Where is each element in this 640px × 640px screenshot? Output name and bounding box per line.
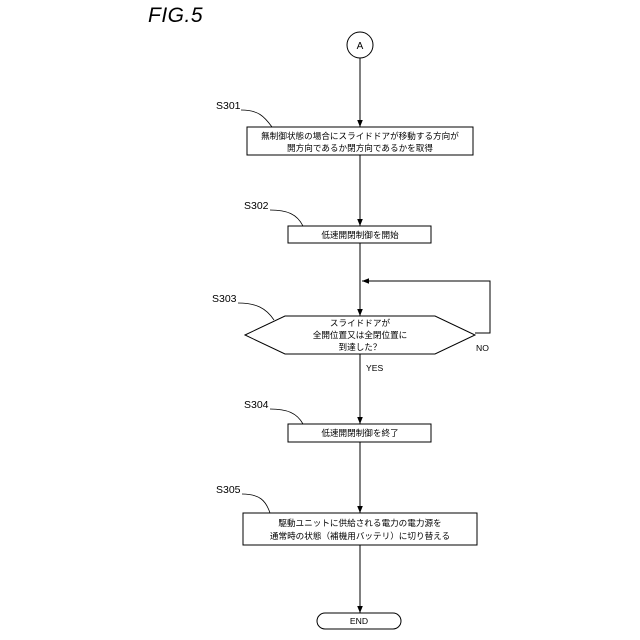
s301-label: S301	[216, 100, 241, 112]
s303-text-line3: 到達した？	[339, 341, 382, 353]
end-label: END	[350, 616, 368, 626]
s305-text-line2: 通常時の状態（補機用バッテリ）に切り替える	[270, 530, 450, 542]
decision-s303: スライドドアが 全開位置又は全閉位置に 到達した？	[245, 316, 475, 354]
s303-no-label: NO	[476, 343, 489, 353]
end-terminal: END	[317, 613, 401, 629]
step-s302: 低速開閉制御を開始	[288, 226, 431, 243]
s303-text-line2: 全開位置又は全閉位置に	[313, 329, 408, 341]
s302-leader-line	[270, 210, 303, 226]
s302-text: 低速開閉制御を開始	[321, 229, 399, 241]
s305-text-line1: 駆動ユニットに供給される電力の電力源を	[278, 517, 441, 529]
s305-leader-line	[242, 494, 270, 513]
s304-text: 低速開閉制御を終了	[321, 427, 398, 439]
connector-a: A	[347, 32, 373, 58]
s301-text-line2: 開方向であるか閉方向であるかを取得	[287, 142, 433, 154]
s301-leader-line	[241, 110, 272, 127]
step-s301: 無制御状態の場合にスライドドアが移動する方向が 開方向であるか閉方向であるかを取…	[247, 127, 473, 155]
s304-leader-line	[270, 409, 303, 424]
s305-label: S305	[216, 484, 241, 496]
step-s305: 駆動ユニットに供給される電力の電力源を 通常時の状態（補機用バッテリ）に切り替え…	[243, 513, 477, 545]
step-s304: 低速開閉制御を終了	[288, 424, 431, 442]
s303-leader-line	[238, 303, 274, 320]
s304-label: S304	[244, 399, 269, 411]
s303-label: S303	[212, 293, 237, 305]
connector-label: A	[357, 41, 364, 52]
s301-text-line1: 無制御状態の場合にスライドドアが移動する方向が	[261, 130, 459, 142]
s303-yes-label: YES	[366, 363, 383, 373]
s303-text-line1: スライドドアが	[330, 317, 391, 329]
s302-label: S302	[244, 200, 269, 212]
